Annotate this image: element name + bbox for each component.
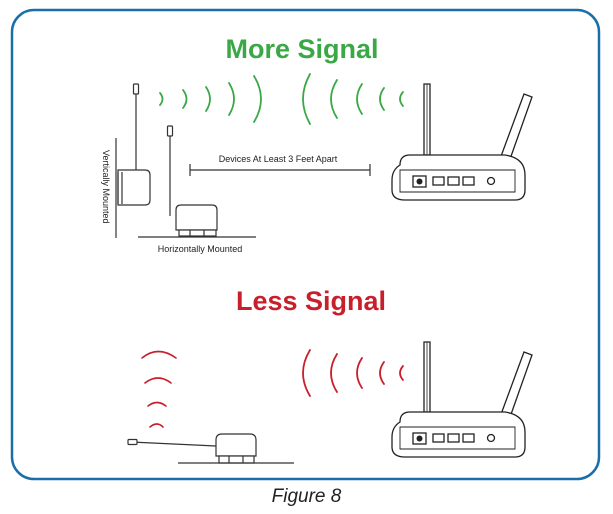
signal-wave-icon: [379, 87, 385, 111]
distance-bracket: [189, 164, 371, 176]
signal-wave-icon: [144, 377, 172, 384]
signal-wave-icon: [182, 89, 188, 109]
signal-wave-icon: [159, 92, 164, 106]
signal-wave-icon: [399, 91, 404, 107]
more-signal-title: More Signal: [225, 34, 378, 64]
wifi-router-icon: [391, 83, 533, 201]
wifi-router-icon: [391, 341, 533, 458]
signal-waves-bottom-right: [302, 349, 404, 397]
panel-border: [10, 8, 601, 481]
signal-waves-bottom-left: [141, 350, 177, 428]
figure-caption: Figure 8: [271, 486, 342, 507]
sensor-horizontal-icon: [127, 433, 257, 464]
signal-wave-icon: [356, 357, 363, 389]
signal-wave-icon: [302, 349, 311, 397]
signal-wave-icon: [379, 361, 385, 385]
label-vertically-mounted: Vertically Mounted: [101, 150, 111, 224]
label-horizontally-mounted: Horizontally Mounted: [158, 244, 243, 254]
less-signal-title: Less Signal: [236, 286, 386, 316]
signal-diagram: More Signal Vertically Mounted Horizonta…: [10, 8, 601, 481]
signal-wave-icon: [399, 365, 404, 381]
signal-wave-icon: [356, 83, 363, 115]
signal-wave-icon: [141, 350, 177, 359]
sensor-horizontal-icon: [166, 125, 218, 237]
signal-wave-icon: [302, 73, 311, 125]
label-devices-apart: Devices At Least 3 Feet Apart: [219, 154, 338, 164]
signal-wave-icon: [330, 353, 338, 393]
signal-waves-top: [159, 73, 404, 125]
signal-wave-icon: [205, 86, 211, 112]
signal-wave-icon: [228, 82, 235, 116]
signal-wave-icon: [149, 423, 164, 428]
signal-wave-icon: [147, 401, 167, 407]
signal-wave-icon: [330, 79, 338, 119]
signal-wave-icon: [253, 75, 262, 123]
sensor-vertical-icon: [117, 83, 151, 206]
